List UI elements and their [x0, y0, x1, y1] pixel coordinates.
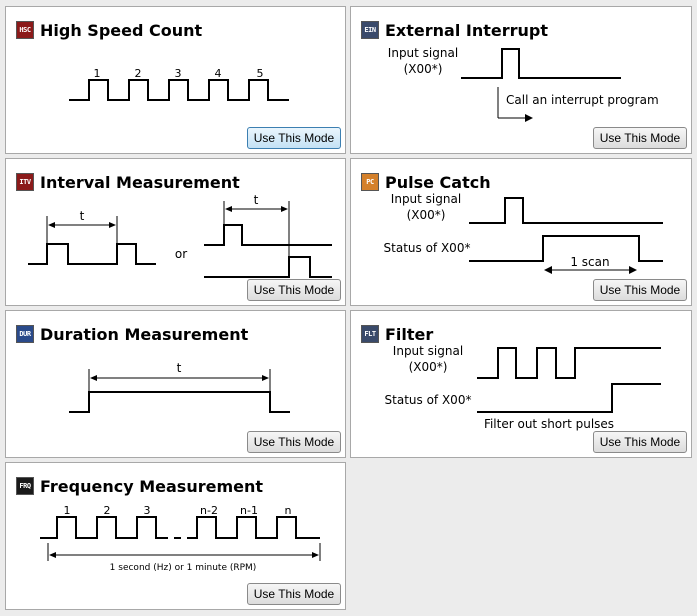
panel-title-text: Duration Measurement	[40, 324, 249, 344]
pulse-label: 1	[64, 504, 71, 517]
panel-external-interrupt: EIN External Interrupt Input signal (X00…	[350, 6, 692, 154]
eint-waveform-diagram: Input signal (X00*) Call an interrupt pr…	[388, 46, 659, 122]
pulse-label: 2	[135, 67, 142, 80]
panel-title: FRQ Frequency Measurement	[16, 476, 263, 496]
input-signal-label: Input signal	[391, 192, 461, 206]
pulse-label: 3	[175, 67, 182, 80]
itv-wave-a	[28, 243, 156, 265]
dur-waveform-diagram: t	[69, 361, 290, 413]
pc-icon: PC	[361, 173, 379, 191]
panel-title-text: High Speed Count	[40, 20, 203, 40]
frq-icon: FRQ	[16, 477, 34, 495]
use-this-mode-button[interactable]: Use This Mode	[593, 431, 687, 453]
t-label: t	[254, 193, 259, 207]
interrupt-note: Call an interrupt program	[506, 93, 659, 107]
panel-title-text: Interval Measurement	[40, 172, 240, 192]
use-this-mode-button[interactable]: Use This Mode	[247, 583, 341, 605]
panel-title-text: External Interrupt	[385, 20, 548, 40]
duration-wave	[69, 391, 290, 413]
panel-high-speed-count: HSC High Speed Count 1 2 3 4 5 Use This …	[5, 6, 346, 154]
pulse-label: 2	[104, 504, 111, 517]
panel-filter: FLT Filter Input signal (X00*) Status of…	[350, 310, 692, 458]
flt-waveform-diagram: Input signal (X00*) Status of X00* Filte…	[385, 344, 661, 431]
pulse-label: n-1	[240, 504, 258, 517]
pulse-label: 4	[215, 67, 222, 80]
frq-pulse-train-left	[40, 516, 168, 539]
ein-icon: EIN	[361, 21, 379, 39]
input-signal-wave	[469, 197, 663, 224]
hsc-icon: HSC	[16, 21, 34, 39]
pulse-label: 3	[144, 504, 151, 517]
panel-interval-measurement: ITV Interval Measurement t or t Use This…	[5, 158, 346, 306]
pulse-label: 1	[94, 67, 101, 80]
panel-title: FLT Filter	[361, 324, 433, 344]
use-this-mode-button[interactable]: Use This Mode	[247, 127, 341, 149]
panel-frequency-measurement: FRQ Frequency Measurement 1 2 3 n-2 n-1 …	[5, 462, 346, 610]
input-signal-wave	[477, 347, 661, 379]
dur-icon: DUR	[16, 325, 34, 343]
input-signal-address: (X00*)	[407, 208, 446, 222]
input-signal-address: (X00*)	[404, 62, 443, 76]
itv-wave-b2	[204, 256, 332, 278]
arrow-head-icon	[629, 266, 637, 274]
use-this-mode-button[interactable]: Use This Mode	[593, 279, 687, 301]
panel-title: EIN External Interrupt	[361, 20, 548, 40]
arrow-head-icon	[109, 222, 116, 228]
arrow-head-icon	[90, 375, 97, 381]
pulse-label: n-2	[200, 504, 218, 517]
itv-icon: ITV	[16, 173, 34, 191]
panel-title: HSC High Speed Count	[16, 20, 202, 40]
frq-pulse-train-right	[187, 516, 320, 539]
input-signal-wave	[461, 48, 621, 79]
panel-duration-measurement: DUR Duration Measurement t Use This Mode	[5, 310, 346, 458]
arrow-head-icon	[262, 375, 269, 381]
t-label: t	[177, 361, 182, 375]
itv-wave-b1	[204, 224, 332, 246]
input-signal-label: Input signal	[388, 46, 458, 60]
arrow-head-icon	[525, 114, 533, 122]
arrow-head-icon	[544, 266, 552, 274]
itv-waveform-diagram: t or t	[28, 193, 332, 278]
input-signal-address: (X00*)	[409, 360, 448, 374]
arrow-head-icon	[281, 206, 288, 212]
span-label: 1 second (Hz) or 1 minute (RPM)	[110, 563, 257, 573]
arrow-head-icon	[48, 222, 55, 228]
status-wave	[469, 235, 663, 262]
panel-title: DUR Duration Measurement	[16, 324, 248, 344]
hsc-pulse-train	[69, 79, 289, 101]
flt-icon: FLT	[361, 325, 379, 343]
status-label: Status of X00*	[384, 241, 471, 255]
use-this-mode-button[interactable]: Use This Mode	[247, 279, 341, 301]
status-label: Status of X00*	[385, 393, 472, 407]
pulse-label: 5	[257, 67, 264, 80]
panel-title: ITV Interval Measurement	[16, 172, 240, 192]
use-this-mode-button[interactable]: Use This Mode	[593, 127, 687, 149]
or-label: or	[175, 247, 187, 261]
panel-title-text: Filter	[385, 324, 434, 344]
arrow-head-icon	[225, 206, 232, 212]
status-wave	[477, 383, 661, 413]
pulse-label: n	[285, 504, 292, 517]
arrow-head-icon	[312, 552, 319, 558]
arrow-head-icon	[49, 552, 56, 558]
t-label: t	[80, 209, 85, 223]
use-this-mode-button[interactable]: Use This Mode	[247, 431, 341, 453]
pc-waveform-diagram: Input signal (X00*) Status of X00* 1 sca…	[384, 192, 663, 274]
filter-note: Filter out short pulses	[484, 417, 614, 431]
panel-title: PC Pulse Catch	[361, 172, 491, 192]
panel-title-text: Pulse Catch	[385, 172, 491, 192]
panel-pulse-catch: PC Pulse Catch Input signal (X00*) Statu…	[350, 158, 692, 306]
hsc-waveform-diagram: 1 2 3 4 5	[69, 67, 289, 101]
input-signal-label: Input signal	[393, 344, 463, 358]
scan-label: 1 scan	[570, 255, 609, 269]
frq-waveform-diagram: 1 2 3 n-2 n-1 n 1 second (Hz) or 1 minut…	[40, 504, 321, 573]
panel-title-text: Frequency Measurement	[40, 476, 264, 496]
